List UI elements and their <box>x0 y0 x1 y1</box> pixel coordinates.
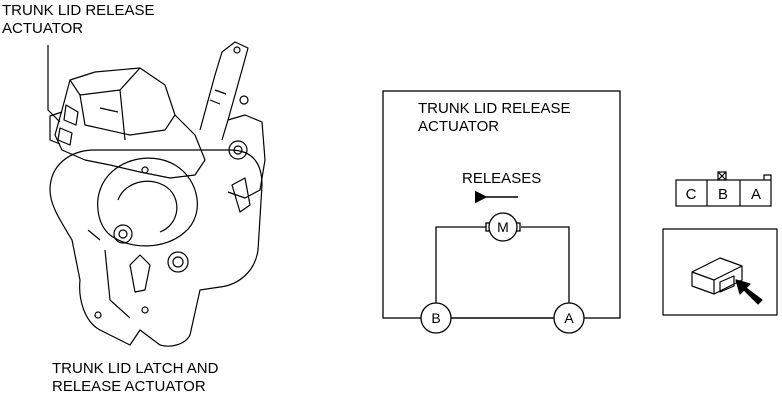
connector-view-frame <box>662 228 778 316</box>
circuit-box <box>382 90 621 319</box>
latch-assembly-line2: RELEASE ACTUATOR <box>52 378 206 395</box>
connector-view-icon <box>662 228 778 316</box>
circuit-box-title-line1: TRUNK LID RELEASE <box>418 100 571 117</box>
latch-assembly-label: TRUNK LID LATCH AND RELEASE ACTUATOR <box>52 360 218 396</box>
circuit-diagram <box>382 90 621 334</box>
circuit-box-title: TRUNK LID RELEASE ACTUATOR <box>418 100 571 136</box>
terminal-b-circle <box>420 302 452 334</box>
mount-hole-left <box>113 224 133 244</box>
rotor-cam <box>97 157 198 247</box>
latch-fork <box>129 254 151 293</box>
actuator-callout-line2: ACTUATOR <box>2 20 84 37</box>
terminal-a-circle <box>553 302 585 334</box>
mount-hole-right <box>167 251 189 273</box>
connector-pin-c: C <box>686 186 697 203</box>
actuator-callout-label: TRUNK LID RELEASE ACTUATOR <box>2 2 155 38</box>
actuator-housing <box>54 67 206 179</box>
wire-right <box>521 226 570 303</box>
motor-symbol-label: M <box>497 219 509 235</box>
terminal-b-label: B <box>431 310 440 326</box>
striker-arm <box>199 41 249 141</box>
terminal-a-label: A <box>564 310 574 326</box>
latch-assembly-line1: TRUNK LID LATCH AND <box>52 360 219 377</box>
callout-leader-line <box>47 45 61 123</box>
view-direction-arrow <box>735 279 763 305</box>
motor-direction-label: RELEASES <box>462 170 542 187</box>
wire-left <box>435 226 487 303</box>
latch-actuator-illustration <box>47 41 266 347</box>
connector-pin-face <box>675 171 772 207</box>
motor-symbol <box>488 212 518 242</box>
right-bracket <box>227 114 266 199</box>
connector-pin-a: A <box>751 186 761 203</box>
circuit-box-title-line2: ACTUATOR <box>418 118 500 135</box>
latch-base-plate <box>49 149 263 347</box>
actuator-callout-line1: TRUNK LID RELEASE <box>2 2 155 19</box>
connector-pin-b: B <box>718 186 728 203</box>
